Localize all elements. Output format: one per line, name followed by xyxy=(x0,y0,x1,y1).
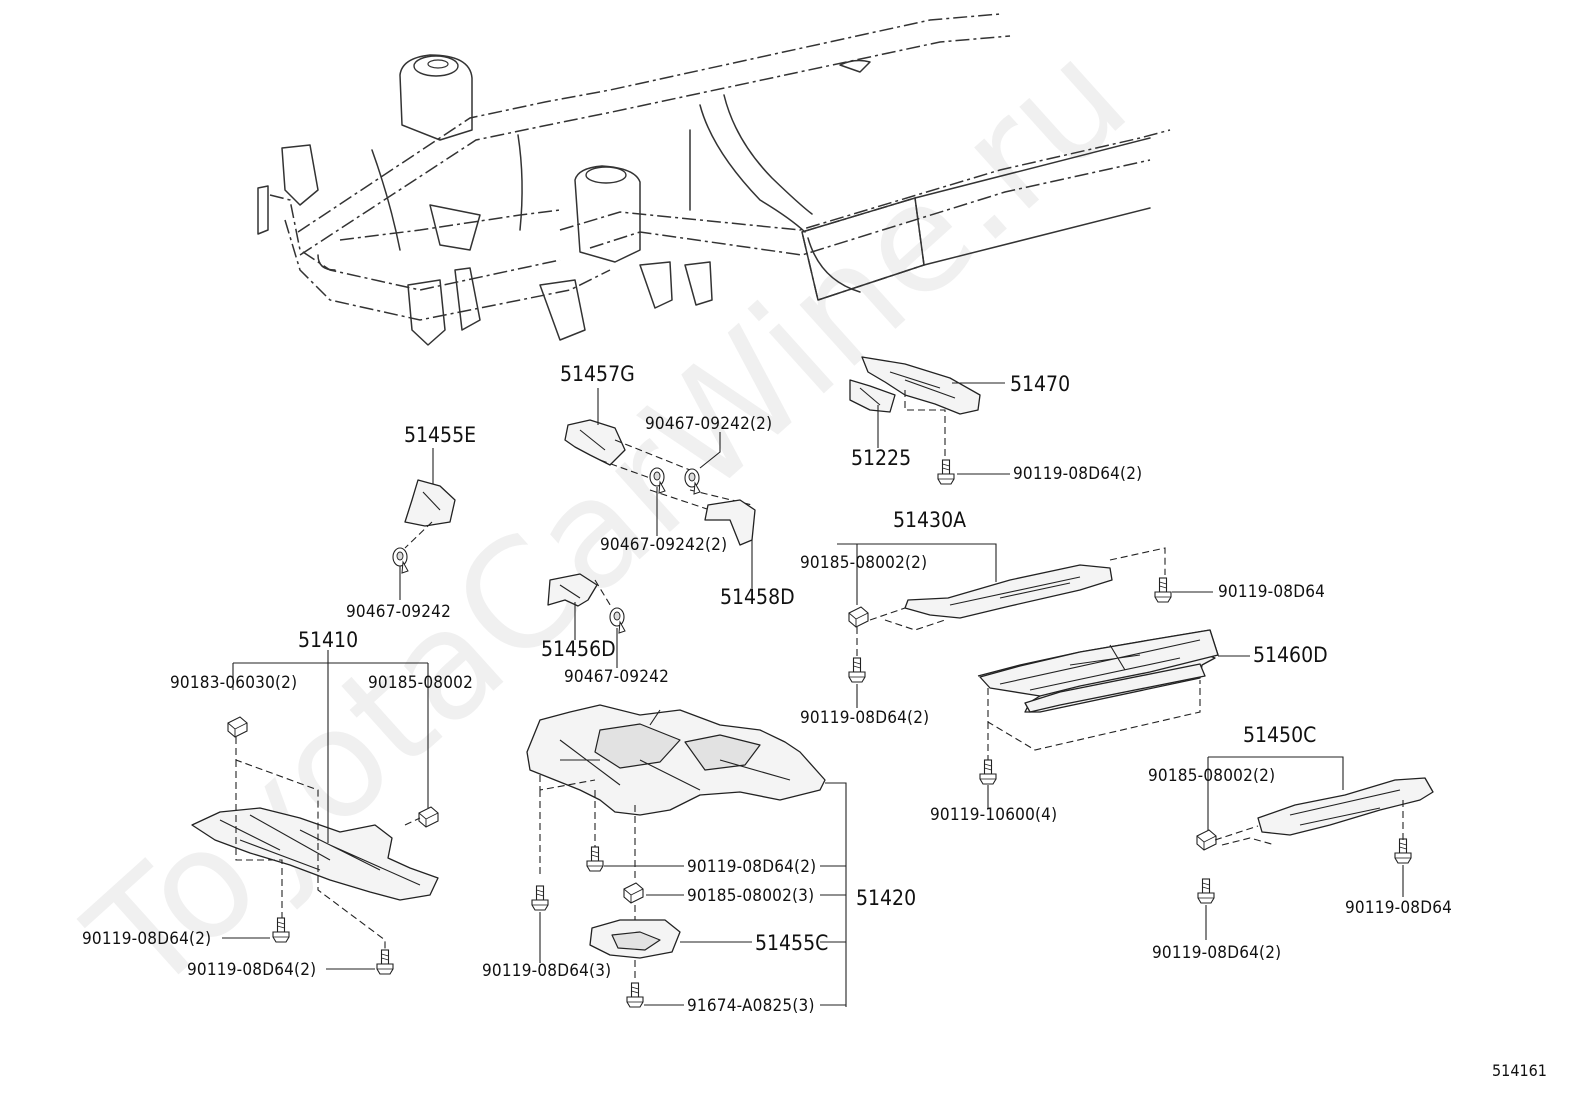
part-51470-group xyxy=(849,356,1010,485)
part-51420-group xyxy=(526,704,847,1008)
label-90119-08D64-2-i: 90119-08D64(2) xyxy=(187,960,316,980)
part-51430A-group xyxy=(837,543,1213,708)
label-51450C: 51450C xyxy=(1243,723,1316,747)
label-90119-08D64-b: 90119-08D64 xyxy=(1218,582,1325,602)
label-90185-08002-d: 90185-08002 xyxy=(368,673,473,693)
part-51225-shape xyxy=(849,379,896,413)
label-51410: 51410 xyxy=(298,628,358,652)
label-51458D: 51458D xyxy=(720,585,795,609)
part-51460D-group xyxy=(977,629,1250,808)
label-90185-08002-2-f: 90185-08002(2) xyxy=(1148,766,1275,786)
label-51455E: 51455E xyxy=(404,423,476,447)
part-51455E-group xyxy=(392,448,456,600)
part-51457G-group xyxy=(564,388,756,588)
label-51455C: 51455C xyxy=(755,931,828,955)
label-90183-06030-2: 90183-06030(2) xyxy=(170,673,297,693)
vehicle-frame-illustration xyxy=(257,13,1171,346)
part-51456D-group xyxy=(547,573,626,668)
callout-labels: 51457G 51470 51225 51455E 90467-09242(2)… xyxy=(82,362,1547,1080)
label-90467-09242-e: 90467-09242 xyxy=(564,667,669,687)
label-90119-08D64-2-h: 90119-08D64(2) xyxy=(82,929,211,949)
watermark: ToyotaCarWine.ru xyxy=(57,10,1160,1027)
part-51450C-group xyxy=(1196,756,1434,940)
label-90119-08D64-2-a: 90119-08D64(2) xyxy=(1013,464,1142,484)
label-51457G: 51457G xyxy=(560,362,635,386)
label-51225: 51225 xyxy=(851,446,911,470)
label-91674-A0825-3: 91674-A0825(3) xyxy=(687,996,815,1016)
label-90119-08D64-2-c: 90119-08D64(2) xyxy=(800,708,929,728)
label-90119-08D64-2-k: 90119-08D64(2) xyxy=(1152,943,1281,963)
label-51456D: 51456D xyxy=(541,637,616,661)
label-90467-09242-2-top: 90467-09242(2) xyxy=(645,414,772,434)
label-90119-08D64-3: 90119-08D64(3) xyxy=(482,961,611,981)
part-51410-group xyxy=(191,650,439,975)
label-51430A: 51430A xyxy=(893,508,966,532)
label-90119-10600-4: 90119-10600(4) xyxy=(930,805,1057,825)
label-51470: 51470 xyxy=(1010,372,1070,396)
figure-reference-number: 514161 xyxy=(1492,1061,1547,1080)
label-90119-08D64-j: 90119-08D64 xyxy=(1345,898,1452,918)
label-90185-08002-2-a: 90185-08002(2) xyxy=(800,553,927,573)
label-51460D: 51460D xyxy=(1253,643,1328,667)
label-90467-09242-c: 90467-09242 xyxy=(346,602,451,622)
label-90185-08002-3: 90185-08002(3) xyxy=(687,886,814,906)
label-90119-08D64-2-g: 90119-08D64(2) xyxy=(687,857,816,877)
label-51420: 51420 xyxy=(856,886,916,910)
label-90467-09242-2-mid: 90467-09242(2) xyxy=(600,535,727,555)
